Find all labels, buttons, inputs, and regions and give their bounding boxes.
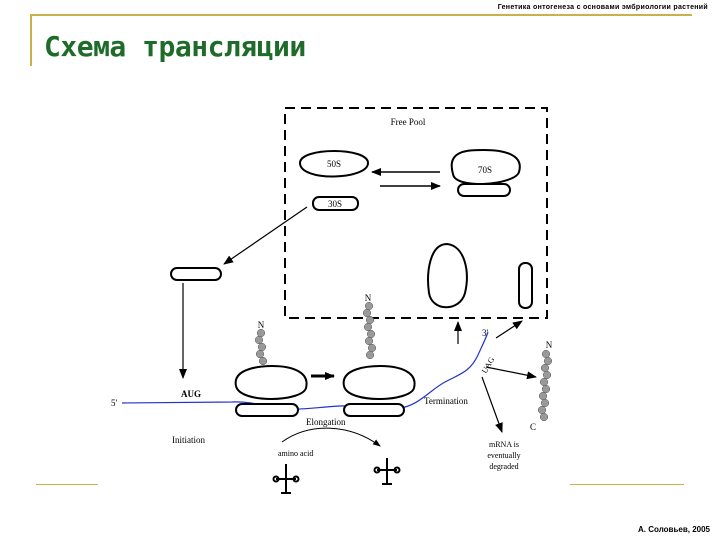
degraded-line-2: eventually — [487, 451, 520, 460]
ribosome-1-small — [235, 403, 299, 417]
footer-rule-left — [36, 484, 98, 485]
initiation-label: Initiation — [172, 435, 205, 445]
stop-codon: UAG — [480, 355, 497, 375]
slide-title: Схема трансляции — [44, 30, 306, 63]
subunit-30s — [312, 196, 359, 211]
n-terminus-3: N — [546, 340, 553, 350]
free-pool-box — [284, 107, 548, 319]
subunit-30s-label: 30S — [328, 199, 342, 209]
ribosome-70s-label: 70S — [478, 165, 492, 175]
arrow-release-subunit — [495, 320, 523, 339]
ribosome-2-large — [342, 364, 416, 400]
n-terminus-2: N — [365, 293, 372, 303]
amino-acid-label: amino acid — [278, 449, 313, 458]
author-credit: А. Соловьев, 2005 — [638, 525, 710, 534]
ribosome-1-large — [234, 364, 308, 400]
ribosome-70s-small — [457, 183, 511, 197]
header-side-rule — [30, 14, 32, 66]
n-terminus-1: N — [258, 320, 265, 330]
trna-1 — [272, 464, 300, 494]
subunit-50s — [298, 150, 370, 178]
initiating-30s — [170, 267, 222, 281]
degraded-line-1: mRNA is — [489, 440, 519, 449]
five-prime-label: 5' — [111, 398, 118, 408]
peptide-chain-1 — [254, 328, 268, 366]
header-rule — [30, 14, 692, 16]
trna-cycle-arrow — [281, 427, 381, 447]
three-prime-label: 3' — [482, 328, 489, 338]
course-title: Генетика онтогенеза с основами эмбриолог… — [497, 4, 708, 11]
subunit-50s-label: 50S — [327, 159, 341, 169]
ribosome-2-small — [343, 403, 405, 417]
c-terminus: C — [530, 422, 536, 432]
footer-rule-right — [570, 484, 684, 485]
arrow-degradation — [481, 376, 503, 433]
released-large-subunit — [427, 242, 468, 309]
free-pool-label: Free Pool — [391, 117, 426, 127]
released-small-subunit — [518, 262, 533, 309]
termination-label: Termination — [424, 396, 468, 406]
elongation-label: Elongation — [306, 417, 346, 427]
arrow-30s-out — [223, 206, 308, 265]
start-codon: AUG — [181, 389, 201, 399]
released-peptide — [537, 349, 553, 422]
trna-2 — [373, 458, 401, 485]
degraded-line-3: degraded — [489, 462, 518, 471]
peptide-chain-2 — [362, 301, 377, 360]
arrow-release-peptide — [485, 366, 537, 380]
